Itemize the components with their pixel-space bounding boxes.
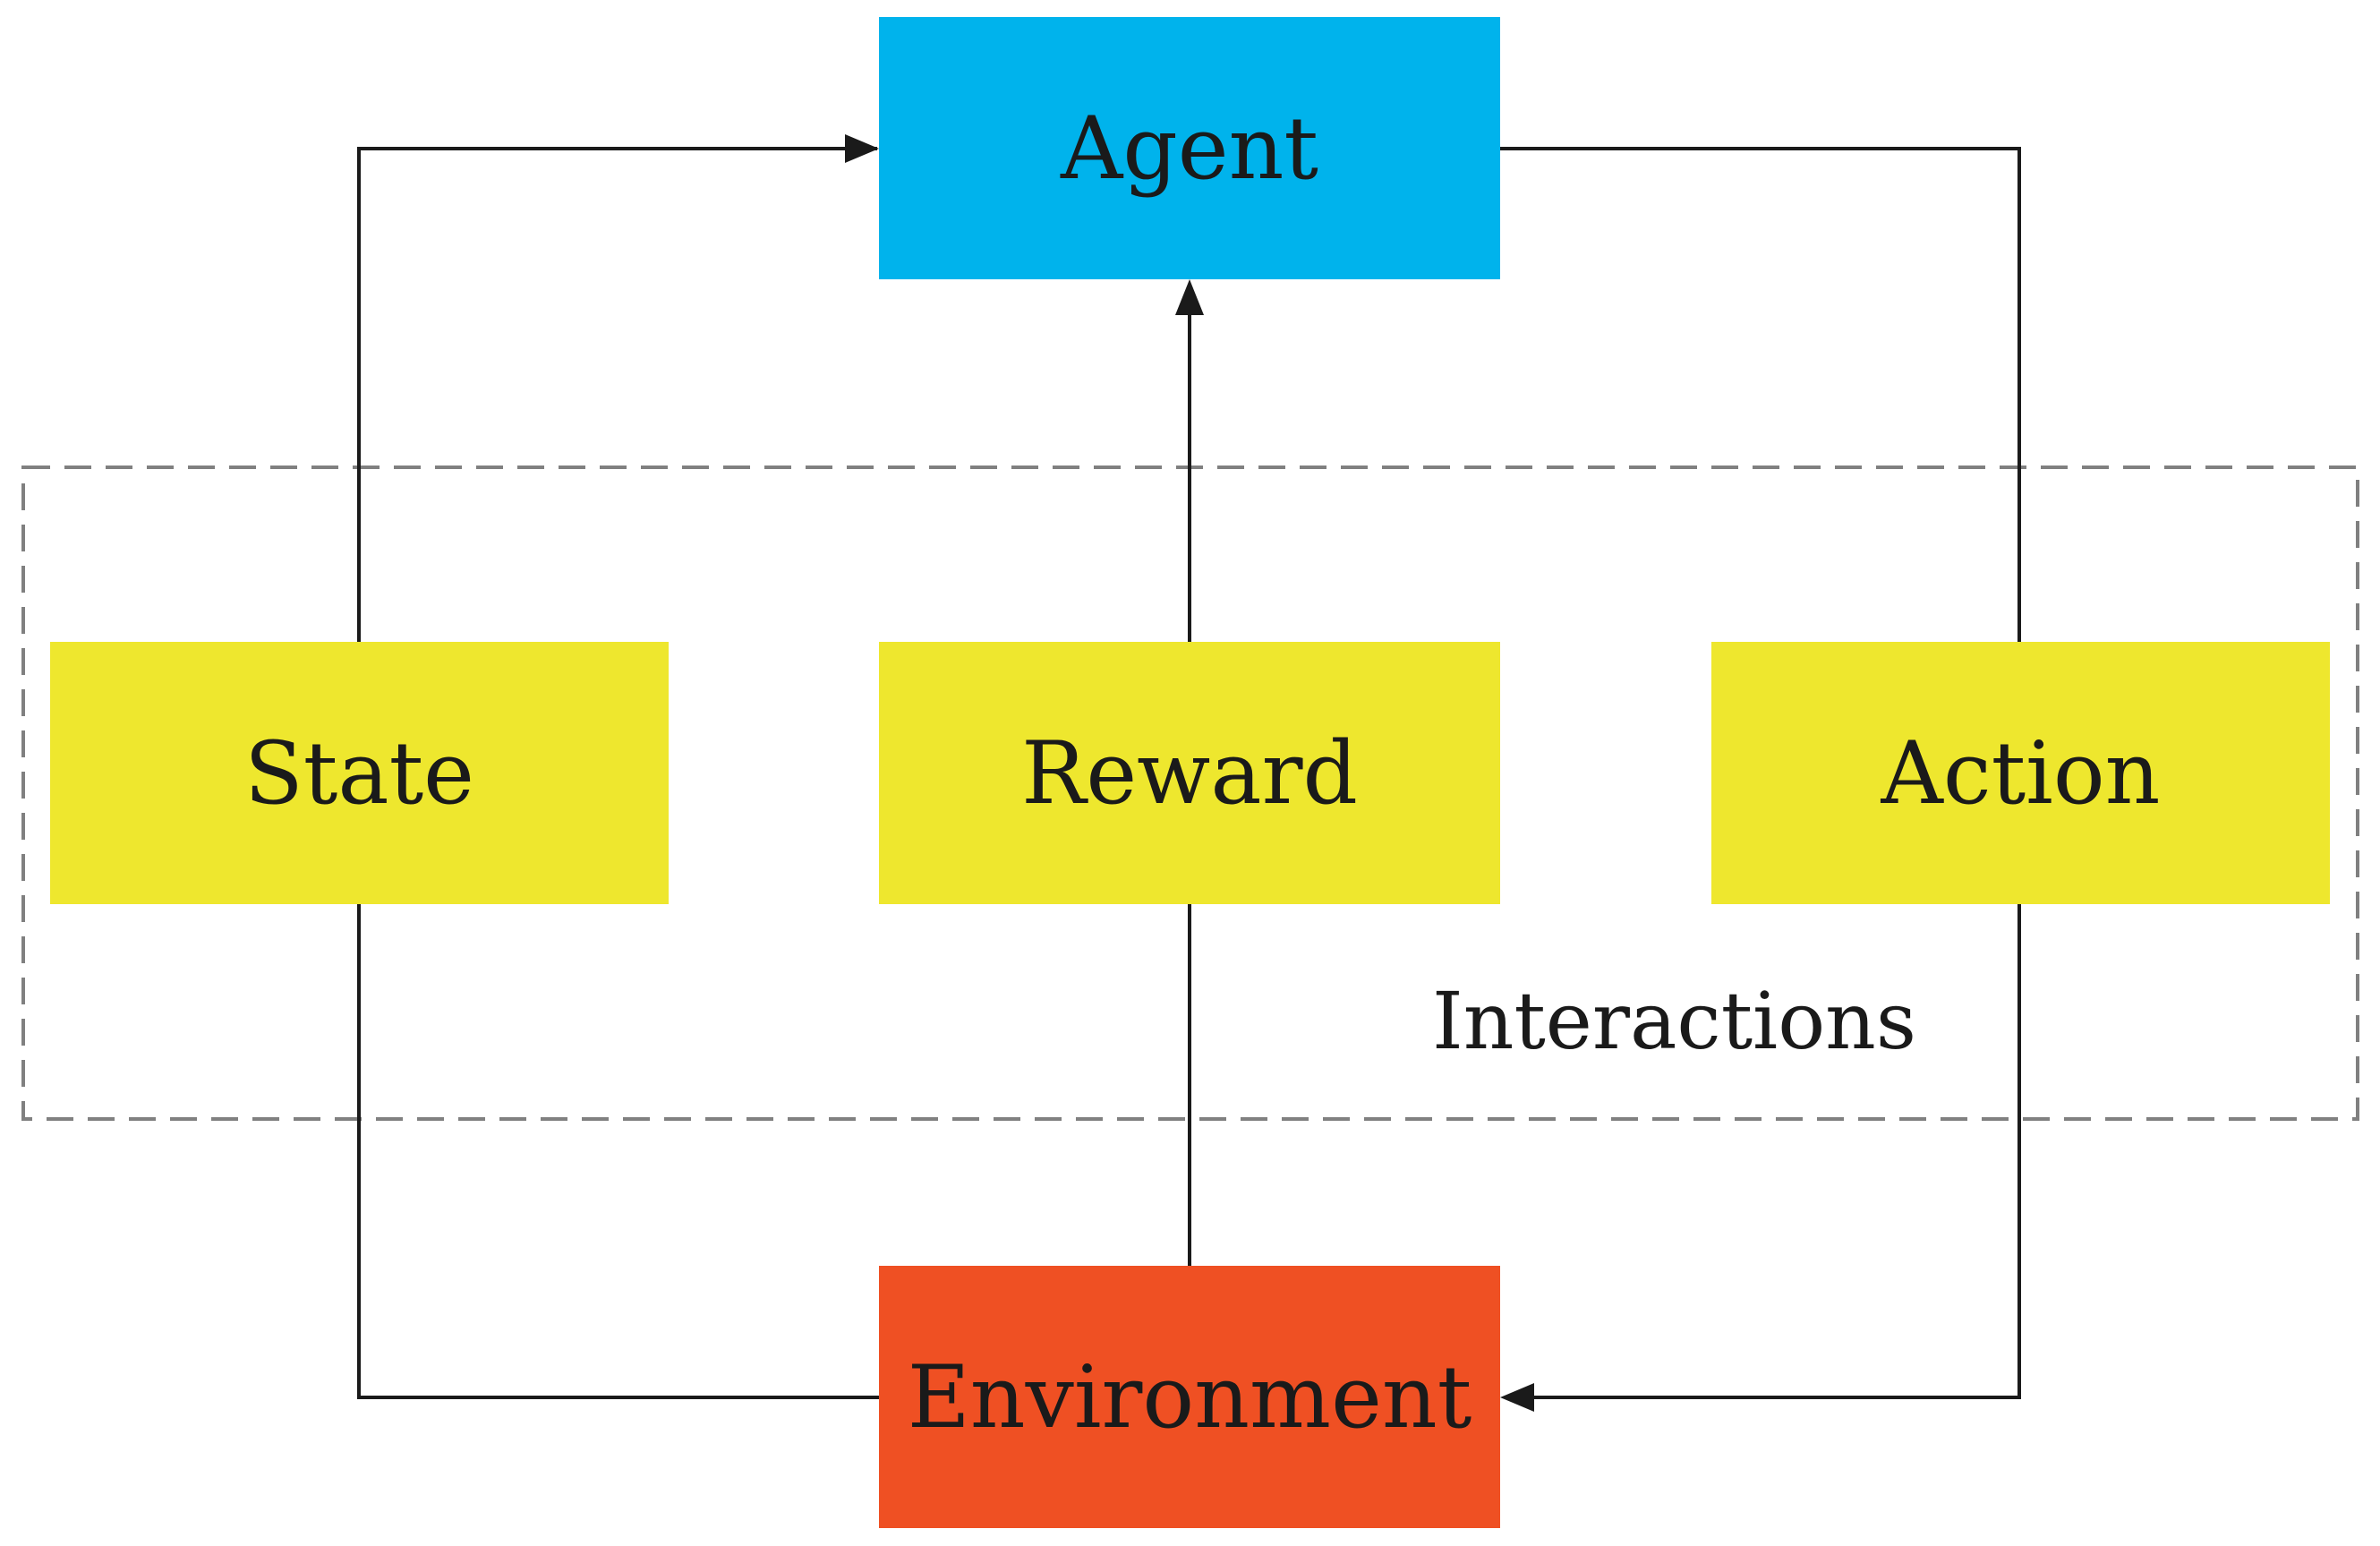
agent-box: Agent — [879, 17, 1500, 279]
state-box: State — [50, 642, 669, 904]
reward-box: Reward — [879, 642, 1500, 904]
action-to-environment-arrow — [1532, 904, 2021, 1399]
interactions-group-label: Interactions — [1432, 974, 1917, 1067]
environment-box: Environment — [879, 1266, 1500, 1528]
agent-label: Agent — [1061, 98, 1318, 199]
action-label: Action — [1881, 722, 2161, 824]
state-to-agent-arrowhead — [845, 134, 879, 163]
action-box: Action — [1711, 642, 2330, 904]
reward-to-agent-arrowhead — [1175, 279, 1204, 315]
environment-label: Environment — [907, 1346, 1472, 1448]
agent-to-action-line — [1500, 147, 2021, 642]
state-to-agent-arrow — [357, 147, 877, 642]
state-label: State — [244, 722, 474, 824]
environment-to-state-line — [357, 904, 879, 1399]
action-to-environment-arrowhead — [1500, 1383, 1534, 1412]
reward-label: Reward — [1021, 722, 1358, 824]
